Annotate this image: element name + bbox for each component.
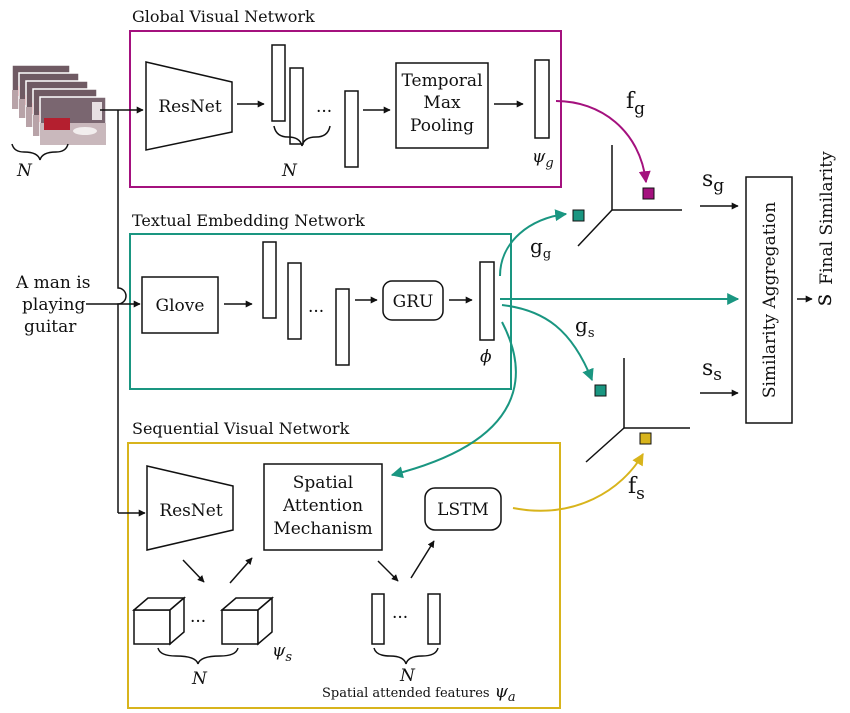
feature-cube-2 <box>219 596 275 646</box>
arrow-features-to-lstm <box>410 540 435 579</box>
final-similarity-label: Final Similarity <box>817 151 837 285</box>
attention-line-3: Mechanism <box>273 519 372 539</box>
gru-block <box>382 280 444 321</box>
attended-brace <box>373 647 439 665</box>
lstm-block <box>424 487 502 531</box>
cubes-n-label: N <box>191 669 208 689</box>
sequential-resnet-label: ResNet <box>159 501 223 521</box>
sequential-resnet-block <box>146 465 234 551</box>
sg-label: sg <box>702 167 724 196</box>
global-feature-bar-2 <box>289 67 304 145</box>
sequential-network-frame <box>127 442 561 709</box>
attended-dots: ··· <box>392 608 408 628</box>
pooling-line-2: Max <box>423 93 461 113</box>
global-embedding-space <box>577 145 682 247</box>
gs-label: gs <box>575 313 594 341</box>
word-bar-3 <box>335 288 350 366</box>
global-feature-brace <box>273 125 331 147</box>
global-feature-bar-3 <box>344 90 359 168</box>
word-bar-2 <box>287 262 302 340</box>
arrow-cubes-to-attention <box>229 557 253 584</box>
temporal-max-pooling-block <box>395 62 489 149</box>
arrow-fs-curve <box>512 452 644 512</box>
gg-point <box>572 209 585 222</box>
cubes-dots: ··· <box>190 612 206 632</box>
textual-dots: ··· <box>308 302 324 322</box>
arrow-phi-to-attention <box>390 321 517 479</box>
attended-n-label: N <box>399 666 416 686</box>
attended-bar-2 <box>427 593 441 645</box>
lstm-label: LSTM <box>437 500 489 520</box>
global-dots: ··· <box>316 102 332 122</box>
global-network-title: Global Visual Network <box>132 7 315 26</box>
spatial-attention-block <box>263 463 383 551</box>
psi-g-label: ψg <box>532 147 554 171</box>
arrow-gg-curve <box>499 209 568 277</box>
fg-point <box>642 187 655 200</box>
arrow-resnet-to-cubes <box>182 559 205 583</box>
word-bar-1 <box>262 241 277 319</box>
attended-bar-1 <box>371 593 385 645</box>
sequential-embedding-space <box>585 358 690 463</box>
global-resnet-block <box>145 61 233 151</box>
final-similarity-symbol: s <box>809 294 837 306</box>
glove-block <box>141 276 219 334</box>
video-input-lines <box>100 109 127 513</box>
arrow-attention-to-features <box>377 560 399 582</box>
gg-label: gg <box>530 234 551 262</box>
global-network-frame <box>129 30 562 188</box>
feature-cube-1 <box>131 596 187 646</box>
similarity-aggregation-label: Similarity Aggregation <box>760 202 780 398</box>
frames-brace <box>11 143 69 161</box>
arrow-gs-curve <box>501 304 594 382</box>
global-n-label: N <box>281 161 298 181</box>
cubes-brace <box>157 647 239 665</box>
sentence-line-3: guitar <box>24 317 77 337</box>
textual-network-frame <box>129 233 512 390</box>
ss-label: ss <box>702 356 722 385</box>
sentence-line-1: A man is <box>15 273 90 293</box>
fs-label: fs <box>628 474 645 504</box>
arrow-fg-curve <box>555 100 651 184</box>
gru-label: GRU <box>393 292 434 312</box>
fs-point <box>639 432 652 445</box>
gs-point <box>594 384 607 397</box>
global-resnet-label: ResNet <box>158 97 222 117</box>
attention-line-2: Attention <box>282 496 363 516</box>
fg-label: fg <box>626 89 645 119</box>
global-feature-bar-1 <box>271 44 286 122</box>
sentence-line-2: playing <box>22 295 85 315</box>
video-frames-stack <box>11 64 107 146</box>
pooling-line-1: Temporal <box>401 71 482 91</box>
sequential-network-title: Sequential Visual Network <box>132 419 350 438</box>
similarity-aggregation-block <box>745 176 793 424</box>
textual-network-title: Textual Embedding Network <box>132 211 365 230</box>
frames-count-label: N <box>16 161 33 181</box>
attention-line-1: Spatial <box>293 473 354 493</box>
pooling-line-3: Pooling <box>410 116 474 136</box>
phi-vector <box>479 261 495 341</box>
psi-s-label: ψs <box>272 641 292 665</box>
phi-label: ϕ <box>480 347 492 367</box>
psi-g-vector <box>534 59 550 139</box>
glove-label: Glove <box>156 296 205 316</box>
